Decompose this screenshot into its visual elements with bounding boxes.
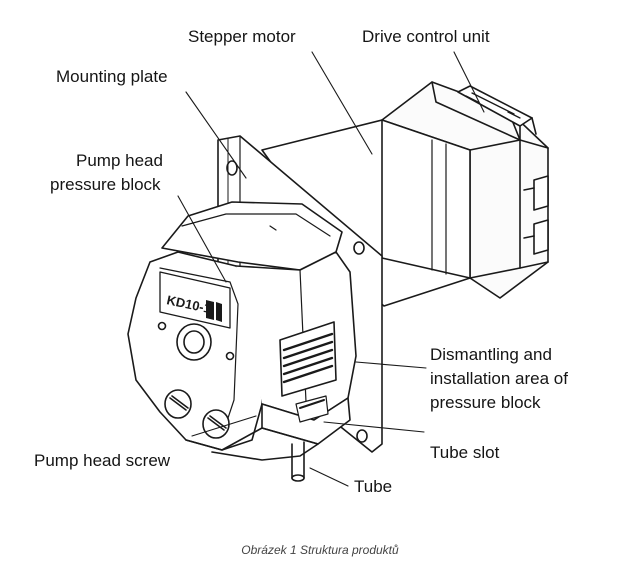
pump-head bbox=[127, 201, 357, 461]
label-pump-head-pressure-block-1: Pump head bbox=[76, 151, 163, 170]
tube bbox=[291, 441, 305, 482]
label-pump-head-screw: Pump head screw bbox=[34, 451, 171, 470]
label-dismantling-1: Dismantling and bbox=[430, 345, 552, 364]
label-dismantling-2: installation area of bbox=[430, 369, 568, 388]
label-dismantling-3: pressure block bbox=[430, 393, 541, 412]
leader-lines bbox=[177, 51, 485, 487]
drive-control-unit bbox=[381, 81, 549, 299]
figure-caption: Obrázek 1 Struktura produktů bbox=[241, 543, 399, 557]
label-drive-control-unit: Drive control unit bbox=[362, 27, 490, 46]
label-stepper-motor: Stepper motor bbox=[188, 27, 296, 46]
label-tube-slot: Tube slot bbox=[430, 443, 500, 462]
stepper-motor-body bbox=[261, 119, 471, 307]
label-mounting-plate: Mounting plate bbox=[56, 67, 168, 86]
label-tube: Tube bbox=[354, 477, 393, 496]
label-pump-head-pressure-block-2: pressure block bbox=[50, 175, 161, 194]
